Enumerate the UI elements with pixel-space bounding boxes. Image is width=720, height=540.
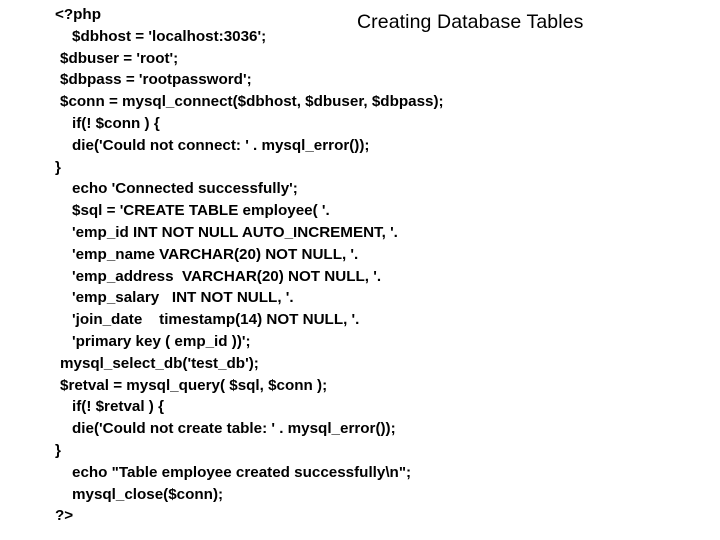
code-line: <?php <box>55 6 101 23</box>
code-line: 'emp_name VARCHAR(20) NOT NULL, '. <box>72 245 359 263</box>
code-line: $sql = 'CREATE TABLE employee( '. <box>72 202 330 220</box>
code-line: $retval = mysql_query( $sql, $conn ); <box>60 376 328 394</box>
code-line: 'emp_address VARCHAR(20) NOT NULL, '. <box>72 267 382 285</box>
code-line: $dbuser = 'root'; <box>60 49 179 67</box>
code-block: <?php $dbhost = 'localhost:3036'; $dbuser … <box>0 4 700 527</box>
code-line: 'join_date timestamp(14) NOT NULL, '. <box>72 311 360 329</box>
code-line: echo 'Connected successfully'; <box>72 180 298 198</box>
code-line: if(! $retval ) { <box>72 398 164 416</box>
code-line: if(! $conn ) { <box>72 114 160 132</box>
code-line: 'primary key ( emp_id ))'; <box>72 332 251 350</box>
code-line: } <box>55 441 61 459</box>
code-line: die('Could not create table: ' . mysql_e… <box>72 420 396 438</box>
code-line: $dbhost = 'localhost:3036'; <box>72 27 267 45</box>
code-line: } <box>55 158 61 176</box>
code-line: ?> <box>55 507 74 525</box>
code-line: mysql_close($conn); <box>72 485 224 503</box>
code-line: 'emp_salary INT NOT NULL, '. <box>72 289 294 307</box>
code-line: $conn = mysql_connect($dbhost, $dbuser, … <box>60 93 444 111</box>
page-title: Creating Database Tables <box>357 11 584 33</box>
code-line: mysql_select_db('test_db'); <box>60 354 259 372</box>
code-line: 'emp_id INT NOT NULL AUTO_INCREMENT, '. <box>72 223 398 241</box>
code-line: $dbpass = 'rootpassword'; <box>60 71 252 89</box>
code-line: die('Could not connect: ' . mysql_error(… <box>72 136 370 154</box>
code-line: echo "Table employee created successfull… <box>72 463 412 481</box>
